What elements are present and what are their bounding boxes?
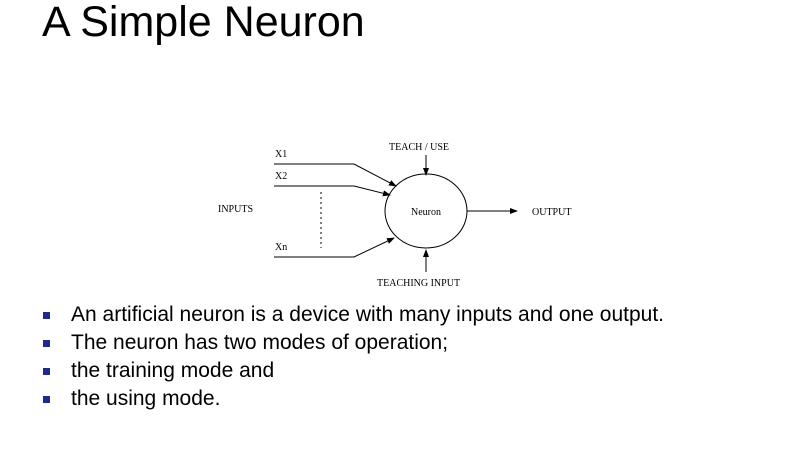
bullet-text: the using mode. [71, 387, 221, 410]
neuron-label: Neuron [411, 207, 441, 218]
teaching-input-label: TEACHING INPUT [377, 278, 460, 289]
square-bullet-icon [43, 368, 50, 375]
bullet-text: The neuron has two modes of operation; [71, 331, 449, 354]
bullet-item: the using mode. [42, 385, 664, 413]
square-bullet-icon [43, 396, 50, 403]
bullet-item: The neuron has two modes of operation; [42, 329, 664, 357]
inputs-label: INPUTS [218, 204, 253, 215]
bullet-list: An artificial neuron is a device with ma… [42, 301, 664, 413]
input-line-x1 [274, 163, 397, 187]
bullet-item: the training mode and [42, 357, 664, 385]
square-bullet-icon [43, 312, 50, 319]
input-label-x1: X1 [275, 149, 287, 160]
bullet-item: An artificial neuron is a device with ma… [42, 301, 664, 329]
square-bullet-icon [43, 340, 50, 347]
output-label: OUTPUT [532, 207, 571, 218]
slide-title: A Simple Neuron [42, 0, 365, 46]
bullet-text: An artificial neuron is a device with ma… [71, 303, 665, 326]
input-label-x2: X2 [275, 171, 287, 182]
teach-use-label: TEACH / USE [389, 142, 449, 153]
input-line-x2 [274, 185, 391, 197]
bullet-text: the training mode and [71, 359, 275, 382]
input-line-xn [274, 237, 395, 258]
input-label-xn: Xn [275, 242, 287, 253]
